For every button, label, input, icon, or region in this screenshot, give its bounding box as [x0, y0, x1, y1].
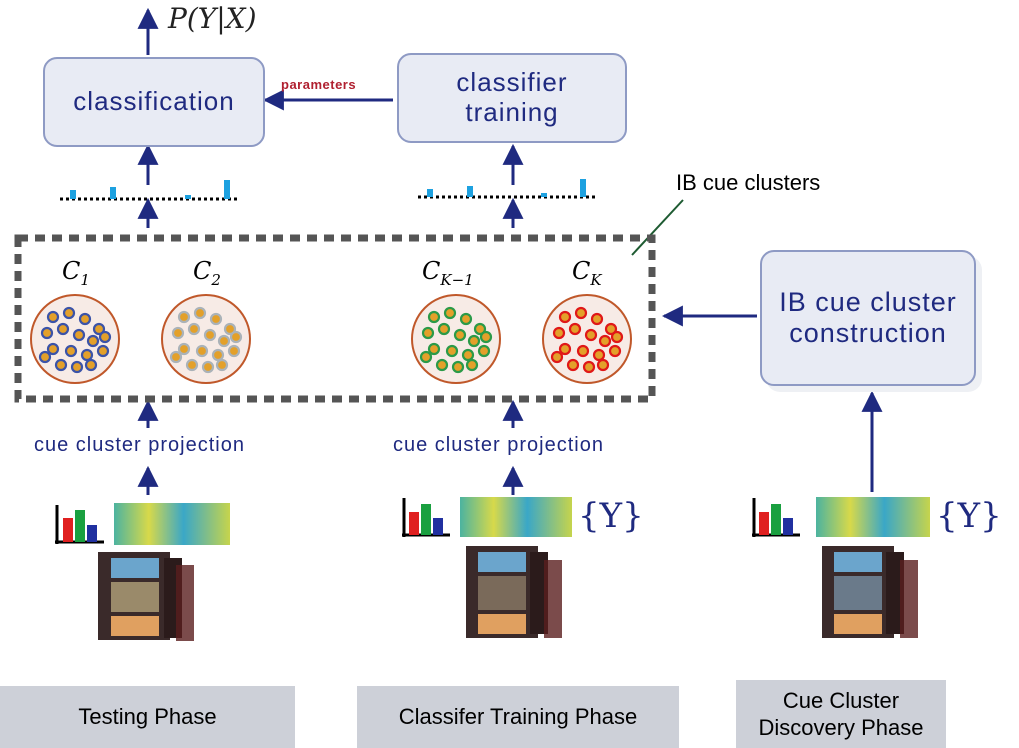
cluster-dot [46, 342, 60, 356]
cluster-dot [227, 344, 241, 358]
cluster-dot [209, 312, 223, 326]
cue-clusters-container [14, 234, 656, 403]
ib-cue-clusters-label: IB cue clusters [676, 170, 821, 195]
cluster-dot [229, 330, 243, 344]
cluster-dot [604, 322, 618, 336]
cluster-dot [195, 344, 209, 358]
cluster-dot [201, 360, 215, 374]
cluster-dot [40, 326, 54, 340]
cluster-dot [558, 342, 572, 356]
cluster-dot [84, 358, 98, 372]
cluster-dot [427, 310, 441, 324]
cluster-ck1-label: CK−1 [422, 257, 474, 289]
cluster-dot [479, 330, 493, 344]
classification-box: classification [43, 57, 265, 147]
cluster-dot [590, 312, 604, 326]
cluster-dot [171, 326, 185, 340]
cluster-dot [70, 360, 84, 374]
cluster-dot [443, 306, 457, 320]
cluster-dot [568, 322, 582, 336]
cluster-dot [185, 358, 199, 372]
y-set-label-mid: {Y} [578, 496, 644, 536]
cluster-dot [453, 328, 467, 342]
cluster-dot [437, 322, 451, 336]
cluster-dot [78, 312, 92, 326]
media-icon-left [55, 503, 230, 641]
cluster-dot [62, 306, 76, 320]
y-set-label-right: {Y} [936, 496, 1002, 536]
cluster-dot [56, 322, 70, 336]
projection-label-left: cue cluster projection [34, 434, 245, 456]
media-icon-right [752, 497, 930, 638]
ib-construction-box: IB cue cluster construction [760, 250, 976, 386]
cluster-dot [46, 310, 60, 324]
parameters-label: parameters [281, 77, 357, 92]
cluster-dot [592, 348, 606, 362]
cluster-dot [461, 348, 475, 362]
cluster-dot [421, 326, 435, 340]
cluster-dot [582, 360, 596, 374]
cluster-dot [193, 306, 207, 320]
cluster-dot [54, 358, 68, 372]
cluster-dot [217, 334, 231, 348]
cluster-dot [596, 358, 610, 372]
cluster-dot [427, 342, 441, 356]
cluster-dot [552, 326, 566, 340]
cluster-dot [64, 344, 78, 358]
cluster-dot [177, 310, 191, 324]
cluster-ck-label: CK [572, 257, 602, 289]
cluster-dot [574, 306, 588, 320]
cluster-dot [598, 334, 612, 348]
cluster-dot [445, 344, 459, 358]
cluster-dot [177, 342, 191, 356]
testing-phase-label: Testing Phase [0, 686, 295, 748]
training-phase-label: Classifer Training Phase [357, 686, 679, 748]
discovery-phase-label: Cue Cluster Discovery Phase [736, 680, 946, 748]
cluster-dot [419, 350, 433, 364]
cluster-dot [203, 328, 217, 342]
cluster-dot [86, 334, 100, 348]
cluster-dot [566, 358, 580, 372]
cluster-dots [38, 306, 624, 374]
ib-construction-label: IB cue cluster construction [779, 286, 957, 348]
cluster-dot [435, 358, 449, 372]
cluster-dot [550, 350, 564, 364]
cluster-dot [169, 350, 183, 364]
cluster-dot [96, 344, 110, 358]
classifier-training-label: classifier training [456, 67, 568, 127]
histogram-left [60, 180, 240, 201]
cluster-dot [215, 358, 229, 372]
cluster-dot [72, 328, 86, 342]
cluster-dot [223, 322, 237, 336]
cluster-dot [608, 344, 622, 358]
cluster-dot [451, 360, 465, 374]
projection-label-mid: cue cluster projection [393, 434, 604, 456]
cluster-dot [610, 330, 624, 344]
cluster-dot [211, 348, 225, 362]
cluster-dot [38, 350, 52, 364]
cluster-c2-label: C2 [193, 257, 221, 289]
classifier-training-box: classifier training [397, 53, 627, 143]
ib-pointer-line [631, 199, 684, 256]
cluster-dot [187, 322, 201, 336]
cluster-dot [98, 330, 112, 344]
cluster-dot [92, 322, 106, 336]
media-icon-mid [402, 497, 572, 638]
cluster-c1-label: C1 [62, 257, 90, 289]
cluster-dot [584, 328, 598, 342]
cluster-dot [576, 344, 590, 358]
cluster-dot [467, 334, 481, 348]
classification-label: classification [73, 86, 235, 117]
cluster-dot [477, 344, 491, 358]
histogram-mid [418, 179, 596, 199]
cluster-dot [558, 310, 572, 324]
output-label: P(Y|X) [168, 2, 257, 35]
cluster-dot [459, 312, 473, 326]
cluster-dot [465, 358, 479, 372]
cluster-dot [80, 348, 94, 362]
cluster-dot [473, 322, 487, 336]
